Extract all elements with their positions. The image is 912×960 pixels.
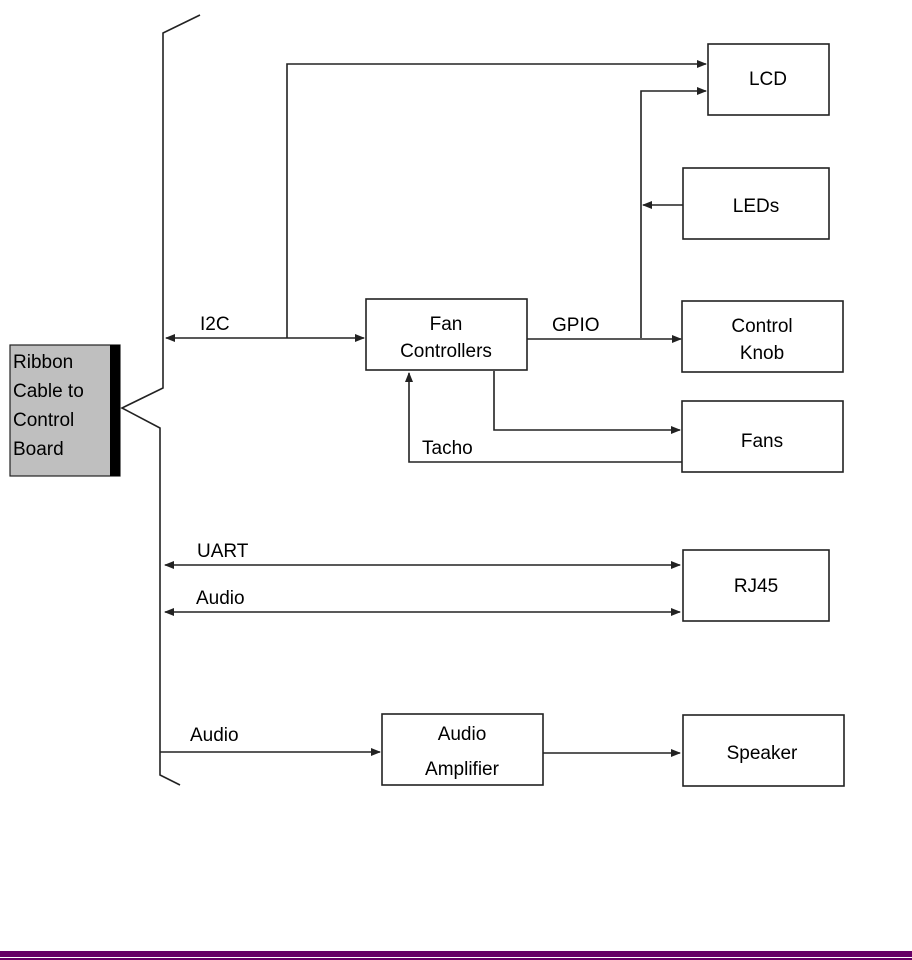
tacho-label: Tacho: [422, 438, 473, 459]
leds-block: LEDs: [682, 167, 830, 240]
ribbon-line-4: Board: [13, 439, 64, 460]
tacho-connection: [405, 372, 682, 463]
fans-block: Fans: [681, 400, 844, 473]
uart-label: UART: [197, 541, 249, 562]
speaker-block: Speaker: [682, 714, 845, 787]
audio-amplifier-label-1: Audio: [438, 724, 487, 745]
control-knob-label-2: Knob: [740, 343, 784, 364]
rj45-label: RJ45: [734, 576, 778, 597]
ribbon-line-3: Control: [13, 410, 74, 431]
gpio-to-lcd-connection: [640, 87, 707, 338]
control-knob-block: Control Knob: [681, 300, 844, 373]
ribbon-line-1: Ribbon: [13, 352, 73, 373]
fan-controllers-block: Fan Controllers: [365, 298, 528, 371]
audio-amplifier-block: Audio Amplifier: [381, 713, 544, 786]
lcd-label: LCD: [749, 69, 787, 90]
i2c-label: I2C: [200, 314, 230, 335]
ribbon-bracket: [120, 14, 201, 786]
fans-label: Fans: [741, 431, 783, 452]
ribbon-cable-block: Ribbon Cable to Control Board: [9, 344, 121, 477]
ribbon-line-2: Cable to: [13, 381, 84, 402]
audio-amplifier-label-2: Amplifier: [425, 759, 500, 780]
leds-label: LEDs: [733, 196, 779, 217]
footer-bar-thick: [0, 951, 912, 957]
i2c-to-lcd-connection: [286, 60, 707, 338]
fan-control-connection: [493, 371, 681, 434]
control-knob-label-1: Control: [731, 316, 792, 337]
audio-amp-label: Audio: [190, 725, 239, 746]
gpio-label: GPIO: [552, 315, 600, 336]
fan-controllers-label-2: Controllers: [400, 341, 492, 362]
footer-bar-thin: [0, 958, 912, 960]
speaker-label: Speaker: [727, 743, 798, 764]
audio-rj45-label: Audio: [196, 588, 245, 609]
rj45-block: RJ45: [682, 549, 830, 622]
fan-controllers-label-1: Fan: [430, 314, 463, 335]
lcd-block: LCD: [707, 43, 830, 116]
